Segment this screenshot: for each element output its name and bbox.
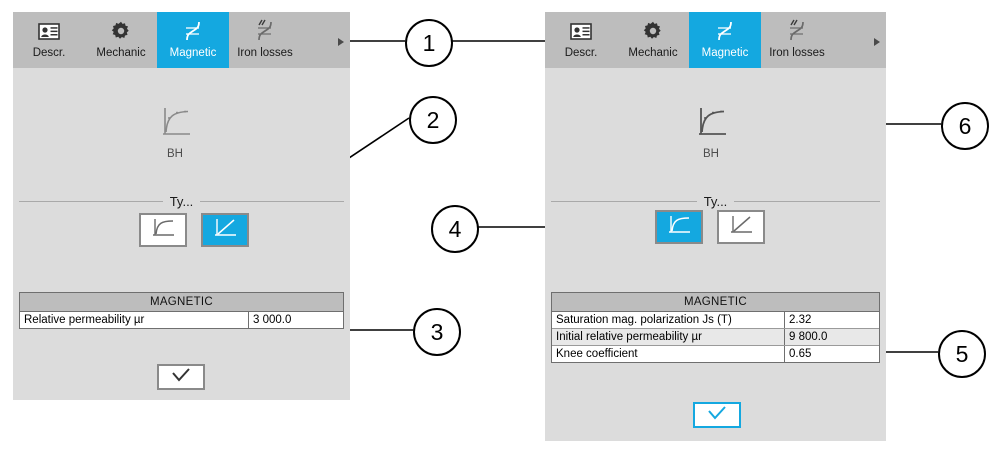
tab-bar: Descr. Mechanic Magnetic xyxy=(13,12,350,68)
bh-curve-icon xyxy=(693,106,729,145)
type-button-linear[interactable] xyxy=(201,213,249,247)
tab-label: Descr. xyxy=(32,47,66,59)
separator-line-right xyxy=(200,201,345,202)
row-value[interactable]: 0.65 xyxy=(784,346,879,362)
table-row[interactable]: Saturation mag. polarization Js (T) 2.32 xyxy=(552,312,879,329)
callout-1: 1 xyxy=(405,19,453,67)
tab-label: Magnetic xyxy=(701,47,749,59)
callout-6: 6 xyxy=(941,102,989,150)
separator-label: Ty... xyxy=(703,194,728,209)
type-separator: Ty... xyxy=(19,194,345,209)
tab-magnetic[interactable]: Magnetic xyxy=(157,12,229,68)
bh-curve-block[interactable]: BH xyxy=(693,106,729,160)
tab-bar: Descr. Mechanic Magnetic xyxy=(545,12,886,68)
id-card-icon xyxy=(570,18,592,44)
bh-curve-icon xyxy=(157,106,193,145)
iron-losses-icon xyxy=(785,18,809,44)
saturated-curve-icon xyxy=(665,214,693,241)
row-key: Relative permeability µr xyxy=(24,314,145,326)
tab-iron-losses[interactable]: Iron losses xyxy=(229,12,301,68)
bh-curve-icon xyxy=(714,18,736,44)
callout-number: 4 xyxy=(448,215,462,242)
iron-losses-icon xyxy=(253,18,277,44)
row-value[interactable]: 9 800.0 xyxy=(784,329,879,345)
table-row[interactable]: Initial relative permeability µr 9 800.0 xyxy=(552,329,879,346)
magnetic-table: MAGNETIC Relative permeability µr 3 000.… xyxy=(19,292,344,329)
linear-curve-icon xyxy=(727,214,755,241)
tab-label: Mechanic xyxy=(628,47,678,59)
row-key: Saturation mag. polarization Js (T) xyxy=(556,314,732,326)
tab-iron-losses[interactable]: Iron losses xyxy=(761,12,833,68)
saturated-curve-icon xyxy=(149,217,177,244)
row-key: Initial relative permeability µr xyxy=(556,331,702,343)
tab-descr[interactable]: Descr. xyxy=(13,12,85,68)
confirm-button[interactable] xyxy=(693,402,741,428)
tab-label: Magnetic xyxy=(169,47,217,59)
callout-5: 5 xyxy=(938,330,986,378)
separator-line-left xyxy=(19,201,163,202)
type-button-linear[interactable] xyxy=(717,210,765,244)
tab-label: Iron losses xyxy=(769,47,825,59)
chevron-right-icon[interactable] xyxy=(874,38,880,46)
linear-curve-icon xyxy=(211,217,239,244)
gear-icon xyxy=(111,18,131,44)
material-dialog-left: Descr. Mechanic Magnetic xyxy=(13,12,350,400)
tab-label: Descr. xyxy=(564,47,598,59)
callout-number: 2 xyxy=(426,106,440,133)
chevron-right-icon[interactable] xyxy=(338,38,344,46)
material-dialog-right: Descr. Mechanic Magnetic xyxy=(545,12,886,441)
tab-label: Iron losses xyxy=(237,47,293,59)
check-icon xyxy=(170,367,192,388)
tab-descr[interactable]: Descr. xyxy=(545,12,617,68)
type-separator: Ty... xyxy=(551,194,881,209)
separator-line-left xyxy=(551,201,697,202)
callout-2: 2 xyxy=(409,96,457,144)
confirm-button[interactable] xyxy=(157,364,205,390)
table-header: MAGNETIC xyxy=(552,293,879,312)
id-card-icon xyxy=(38,18,60,44)
bh-label: BH xyxy=(703,148,719,160)
bh-curve-icon xyxy=(182,18,204,44)
row-value[interactable]: 2.32 xyxy=(784,312,879,328)
type-button-row xyxy=(139,213,249,247)
table-row[interactable]: Knee coefficient 0.65 xyxy=(552,346,879,362)
tab-magnetic[interactable]: Magnetic xyxy=(689,12,761,68)
bh-label: BH xyxy=(167,148,183,160)
check-icon xyxy=(706,405,728,426)
callout-number: 5 xyxy=(955,340,969,367)
type-button-saturated[interactable] xyxy=(139,213,187,247)
row-key: Knee coefficient xyxy=(556,348,638,360)
gear-icon xyxy=(643,18,663,44)
callout-4: 4 xyxy=(431,205,479,253)
separator-label: Ty... xyxy=(169,194,194,209)
tab-mechanic[interactable]: Mechanic xyxy=(85,12,157,68)
callout-number: 3 xyxy=(430,318,444,345)
type-button-row xyxy=(655,210,765,244)
tab-mechanic[interactable]: Mechanic xyxy=(617,12,689,68)
callout-number: 6 xyxy=(958,112,972,139)
separator-line-right xyxy=(734,201,881,202)
callout-3: 3 xyxy=(413,308,461,356)
type-button-saturated[interactable] xyxy=(655,210,703,244)
tab-label: Mechanic xyxy=(96,47,146,59)
callout-number: 1 xyxy=(422,29,436,56)
table-row[interactable]: Relative permeability µr 3 000.0 xyxy=(20,312,343,328)
bh-curve-block[interactable]: BH xyxy=(157,106,193,160)
magnetic-table: MAGNETIC Saturation mag. polarization Js… xyxy=(551,292,880,363)
table-header: MAGNETIC xyxy=(20,293,343,312)
row-value[interactable]: 3 000.0 xyxy=(248,312,343,328)
